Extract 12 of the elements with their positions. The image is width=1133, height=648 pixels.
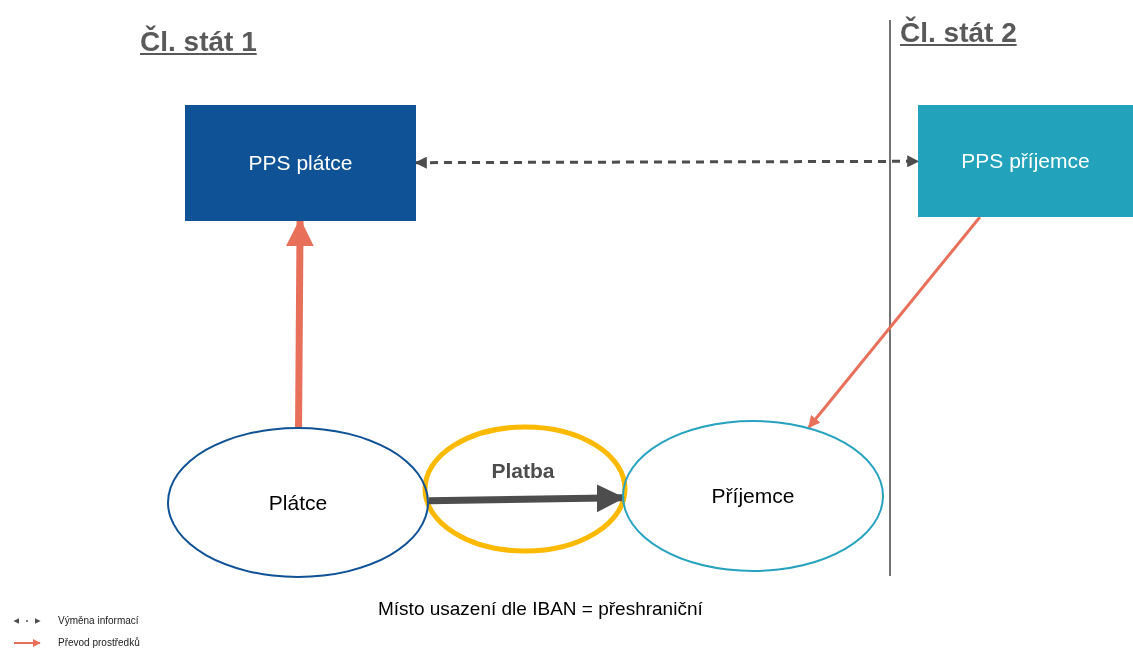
party-ellipse: Příjemce: [622, 420, 884, 572]
process-box: PPS plátce: [185, 105, 416, 221]
party-ellipse: Plátce: [167, 427, 429, 578]
arrow: [285, 218, 314, 428]
arrow: [428, 484, 625, 513]
legend-text: Výměna informací: [58, 615, 139, 626]
column-heading: Čl. stát 2: [900, 17, 1017, 49]
column-heading: Čl. stát 1: [140, 26, 257, 58]
arrow: [807, 216, 982, 429]
legend-text: Převod prostředků: [58, 637, 140, 648]
note-text: Místo usazení dle IBAN = přeshraniční: [378, 598, 703, 620]
process-box: PPS příjemce: [918, 105, 1133, 217]
